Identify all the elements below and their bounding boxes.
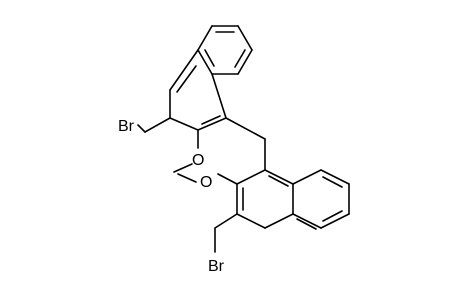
bottom-benzo-ring — [292, 169, 350, 230]
bottom-bromomethyl-group — [214, 213, 238, 253]
bottom-bromine-label: Br — [208, 258, 225, 275]
bottom-substituted-ring — [236, 169, 294, 229]
methylene-bridge — [225, 117, 266, 171]
bottom-methoxy-group — [177, 173, 238, 185]
top-bromine-label: Br — [118, 118, 135, 135]
top-substituted-ring — [169, 49, 227, 131]
top-bromomethyl-group — [137, 117, 171, 133]
bottom-oxygen-label: O — [200, 174, 212, 191]
top-benzo-ring — [197, 25, 253, 75]
top-oxygen-label: O — [192, 152, 204, 169]
top-methoxy-group — [173, 129, 199, 173]
